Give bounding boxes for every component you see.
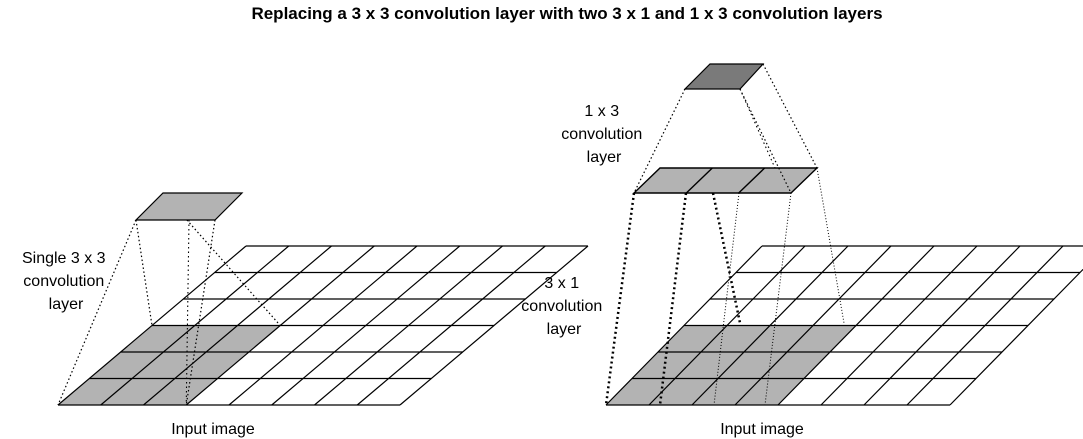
left-grid-receptive-cell — [58, 378, 133, 405]
right-grid-column-line — [906, 245, 1064, 406]
left-grid-receptive-cell — [132, 352, 207, 379]
left-projection-line — [185, 219, 216, 406]
right-1x3-projection-line — [633, 88, 686, 194]
left-grid-column-line — [356, 245, 546, 406]
left-projection-line — [135, 219, 153, 326]
left-output-cell-group — [134, 192, 244, 221]
right-grid-receptive-cell — [718, 352, 787, 379]
right-grid-receptive-cell — [658, 325, 727, 352]
right-3x1-label: 3 x 1 convolution layer — [521, 275, 606, 338]
left-projection-line — [185, 219, 190, 406]
left-layer-label-line-1: Single 3 x 3 — [22, 250, 106, 267]
right-1x3-label: 1 x 3 convolution layer — [561, 103, 646, 166]
left-input-label: Input image — [171, 421, 255, 438]
right-grid-column-line — [734, 245, 892, 406]
right-grid-column-line — [691, 245, 849, 406]
right-1x3-label-line-2: convolution — [561, 126, 642, 143]
right-1x3-projection-lines — [633, 63, 818, 194]
left-grid-receptive-cell — [163, 325, 238, 352]
right-grid-receptive-cell — [649, 378, 718, 405]
right-1x3-label-line-3: layer — [587, 149, 622, 166]
right-grid-receptive-cell — [632, 352, 701, 379]
right-panel: 1 x 3 convolution layer 3 x 1 convolutio… — [521, 63, 1083, 438]
right-grid-receptive-cell — [787, 325, 856, 352]
left-grid-receptive-cell — [100, 378, 175, 405]
right-grid-receptive-cell — [675, 352, 744, 379]
right-input-grid — [605, 245, 1083, 406]
right-output-cell — [683, 63, 765, 90]
right-grid-column-line — [820, 245, 978, 406]
left-grid-column-line — [271, 245, 461, 406]
intermediate-cell-divider — [685, 167, 713, 194]
left-grid-receptive-cell — [174, 352, 249, 379]
right-1x3-projection-line — [739, 88, 776, 169]
left-grid-receptive-cell — [143, 378, 218, 405]
right-grid-column-line — [777, 245, 935, 406]
left-panel: Single 3 x 3 convolution layer Input ima… — [22, 192, 589, 438]
right-grid-column-line — [648, 245, 806, 406]
intermediate-row-fill — [632, 167, 819, 194]
right-1x3-projection-line — [762, 63, 818, 169]
right-grid-receptive-cell — [744, 325, 813, 352]
right-3x1-label-line-3: layer — [547, 321, 582, 338]
right-grid-column-line — [863, 245, 1021, 406]
right-3x1-projection-line — [658, 192, 688, 406]
left-layer-label-line-2: convolution — [23, 273, 104, 290]
left-grid-receptive-cell — [120, 325, 195, 352]
left-layer-label: Single 3 x 3 convolution layer — [22, 250, 110, 313]
right-3x1-projection-line — [711, 192, 742, 324]
right-1x3-label-line-1: 1 x 3 — [584, 103, 619, 120]
right-grid-receptive-cell — [701, 325, 770, 352]
right-grid-column-line — [949, 268, 1083, 406]
left-output-cell — [134, 192, 244, 221]
right-3x1-projection-line — [604, 192, 636, 406]
left-input-grid — [57, 245, 589, 406]
right-grid-column-line — [605, 245, 763, 406]
right-3x1-label-line-2: convolution — [521, 298, 602, 315]
left-grid-column-line — [57, 245, 247, 406]
right-grid-receptive-cell — [761, 352, 830, 379]
right-input-label: Input image — [720, 421, 804, 438]
right-3x1-label-line-1: 3 x 1 — [544, 275, 579, 292]
intermediate-cell-divider — [738, 167, 766, 194]
right-3x1-projection-line — [764, 192, 792, 406]
left-grid-column-line — [399, 245, 589, 406]
right-3x1-projection-line — [816, 167, 845, 324]
right-1x3-projection-line — [739, 88, 792, 194]
left-grid-column-line — [228, 245, 418, 406]
right-intermediate-row — [632, 167, 819, 194]
left-grid-receptive-cell — [206, 325, 281, 352]
left-grid-column-line — [143, 245, 332, 406]
left-projection-line — [57, 219, 137, 406]
right-3x1-projection-line — [713, 192, 740, 406]
right-grid-receptive-cell — [692, 378, 761, 405]
left-grid-column-line — [314, 245, 503, 406]
right-grid-receptive-cell — [606, 378, 675, 405]
right-grid-receptive-cell — [735, 378, 804, 405]
diagram-title: Replacing a 3 x 3 convolution layer with… — [251, 4, 882, 23]
left-grid-receptive-cell — [89, 352, 164, 379]
left-layer-label-line-3: layer — [49, 296, 84, 313]
left-grid-column-line — [100, 245, 290, 406]
right-output-cell-group — [683, 63, 765, 90]
right-3x1-projection-lines — [604, 167, 845, 406]
